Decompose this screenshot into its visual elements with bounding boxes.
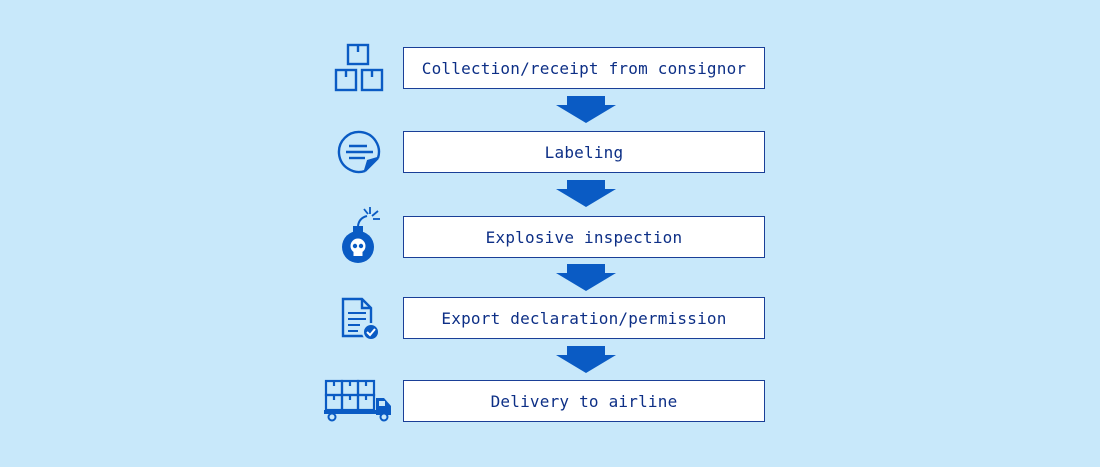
boxes-icon	[332, 42, 386, 98]
down-arrow-icon	[556, 264, 616, 291]
step-box-collection: Collection/receipt from consignor	[403, 47, 765, 89]
down-arrow-icon	[556, 180, 616, 207]
down-arrow-icon	[556, 96, 616, 123]
step-box-labeling: Labeling	[403, 131, 765, 173]
step-label: Collection/receipt from consignor	[421, 58, 747, 78]
bomb-icon	[334, 205, 384, 271]
step-box-delivery: Delivery to airline	[403, 380, 765, 422]
document-check-icon	[338, 296, 382, 346]
step-label: Export declaration/permission	[441, 308, 727, 328]
step-box-export-declaration: Export declaration/permission	[403, 297, 765, 339]
down-arrow-icon	[556, 346, 616, 373]
truck-icon	[322, 378, 394, 428]
step-label: Delivery to airline	[490, 391, 678, 411]
step-label: Labeling	[544, 142, 624, 162]
step-box-explosive-inspection: Explosive inspection	[403, 216, 765, 258]
label-sticker-icon	[335, 128, 385, 182]
step-label: Explosive inspection	[485, 227, 683, 247]
